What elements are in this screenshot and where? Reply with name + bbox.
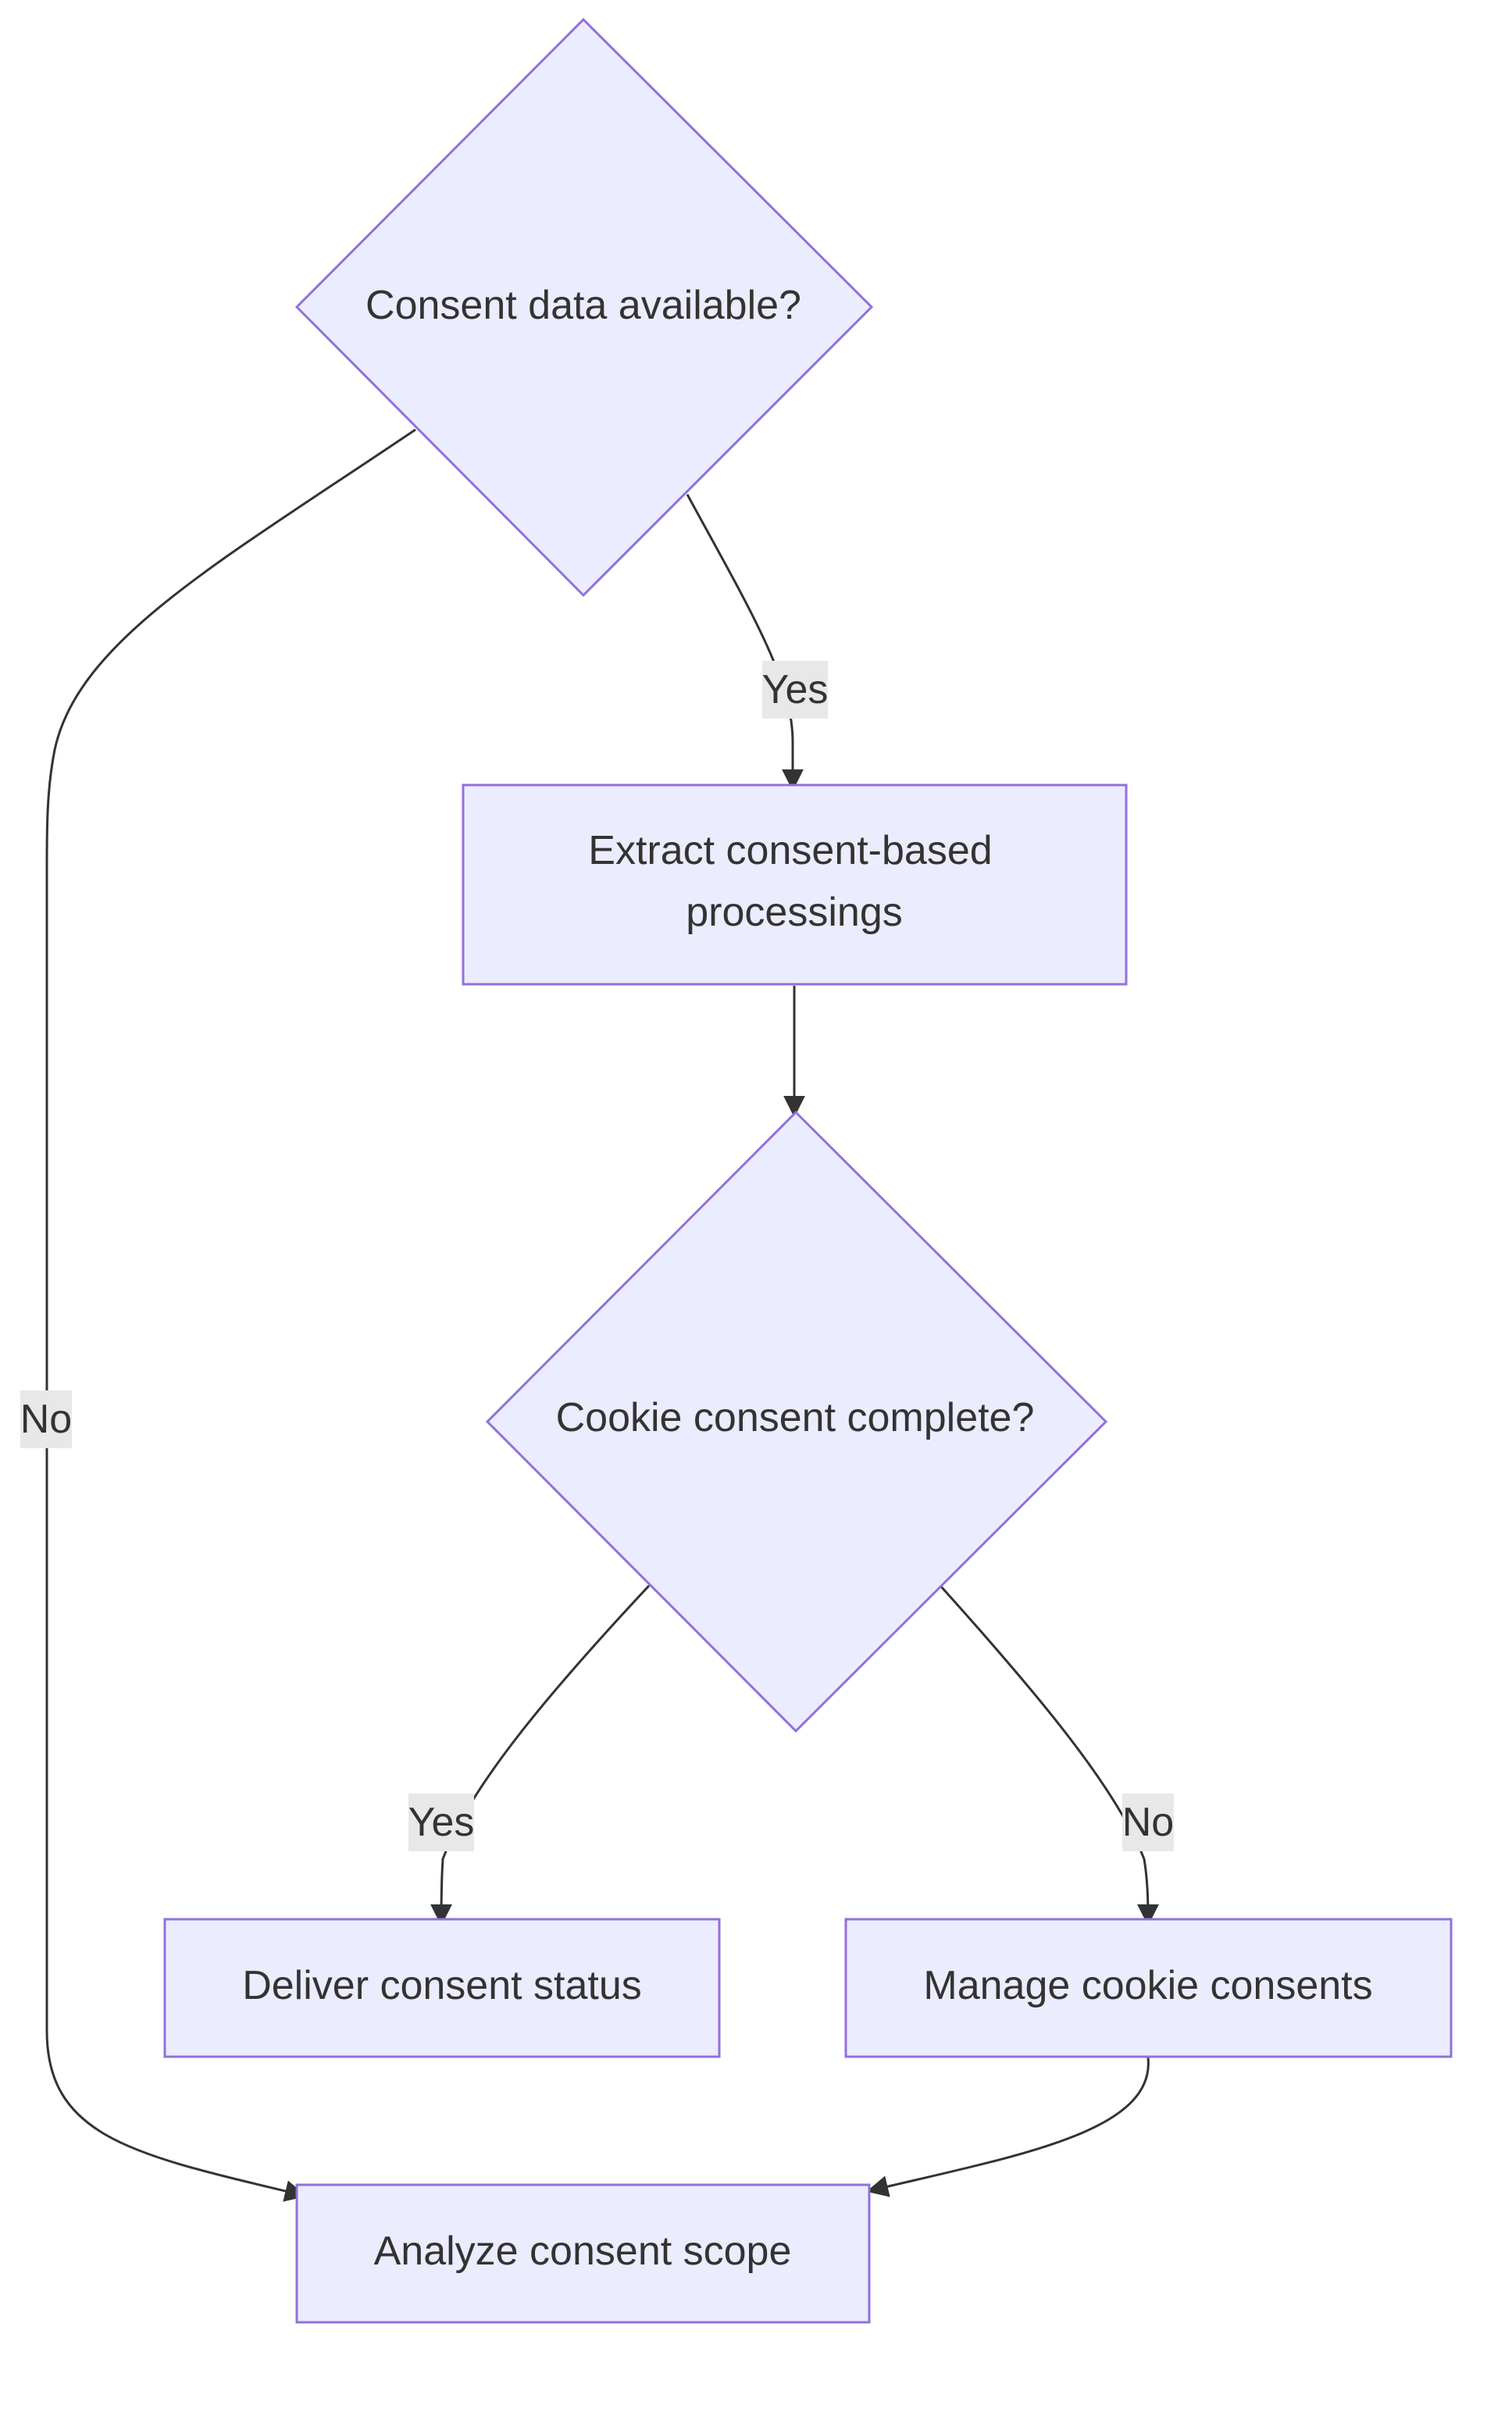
process-extract-consent-label-line1: Extract consent-based (588, 828, 992, 873)
decision-consent-available-label: Consent data available? (366, 283, 801, 328)
edge-label-cookie-yes-text: Yes (408, 1800, 475, 1845)
process-analyze-scope: Analyze consent scope (295, 2183, 871, 2324)
process-manage-cookies-label: Manage cookie consents (923, 1963, 1372, 2008)
process-analyze-scope-label: Analyze consent scope (374, 2229, 792, 2274)
process-extract-consent: Extract consent-based processings (462, 783, 1128, 986)
process-manage-cookies: Manage cookie consents (844, 1918, 1453, 2058)
process-deliver-status-label: Deliver consent status (242, 1963, 642, 2008)
nodes: Consent data available? Extract consent-… (163, 17, 1453, 2324)
edge-label-cookie-yes: Yes (408, 1793, 475, 1851)
process-extract-consent-label-line2: processings (686, 890, 902, 935)
decision-consent-available: Consent data available? (294, 17, 874, 598)
edge-available-yes (686, 494, 804, 791)
decision-cookie-complete-label: Cookie consent complete? (556, 1395, 1035, 1440)
edge-label-available-yes-text: Yes (762, 667, 829, 712)
edge-cookie-yes (430, 1584, 651, 1926)
edges (45, 428, 1159, 2202)
edge-manage-to-analyze (866, 2057, 1150, 2197)
edge-cookie-no (939, 1584, 1159, 1926)
edge-label-cookie-no-text: No (1122, 1800, 1174, 1845)
edge-label-available-yes: Yes (762, 661, 829, 719)
edge-available-no (45, 428, 416, 2202)
edge-label-available-no: No (20, 1390, 72, 1448)
process-deliver-status: Deliver consent status (163, 1918, 721, 2058)
decision-cookie-complete: Cookie consent complete? (485, 1110, 1108, 1733)
edge-labels: Yes No Yes No (20, 661, 1174, 1851)
edge-label-cookie-no: No (1122, 1793, 1174, 1851)
edge-label-available-no-text: No (20, 1397, 72, 1442)
